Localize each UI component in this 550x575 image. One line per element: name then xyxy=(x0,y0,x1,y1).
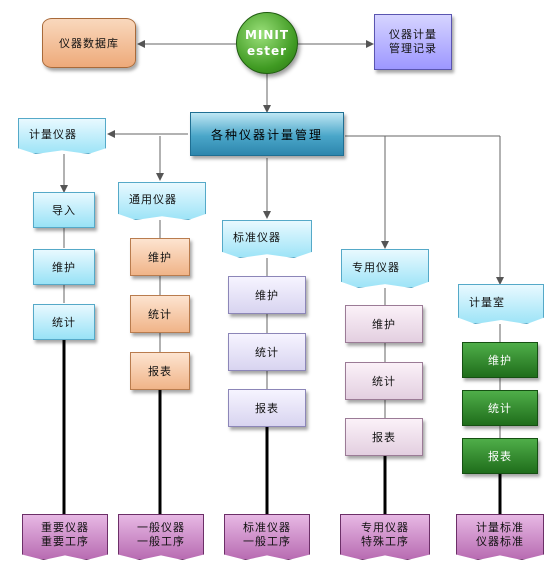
special-report-button[interactable]: 报表 xyxy=(345,418,423,456)
general-stats-button[interactable]: 统计 xyxy=(130,295,190,333)
general-report-button[interactable]: 报表 xyxy=(130,352,190,390)
document-line2: 特殊工序 xyxy=(361,535,409,548)
item-label: 维护 xyxy=(148,251,172,264)
item-label: 统计 xyxy=(148,308,172,321)
lab-report-button[interactable]: 报表 xyxy=(462,438,538,474)
metering-stats-button[interactable]: 统计 xyxy=(33,304,95,340)
item-label: 维护 xyxy=(255,289,279,302)
metering-maintain-button[interactable]: 维护 xyxy=(33,249,95,285)
document-line2: 仪器标准 xyxy=(476,535,524,548)
document-general[interactable]: 一般仪器 一般工序 xyxy=(118,514,204,560)
document-standard[interactable]: 标准仪器 一般工序 xyxy=(224,514,310,560)
item-label: 报表 xyxy=(255,402,279,415)
document-line1: 重要仪器 xyxy=(41,521,89,534)
lab-stats-button[interactable]: 统计 xyxy=(462,390,538,426)
minit-line1: MINIT xyxy=(244,28,290,42)
column-header-label: 计量仪器 xyxy=(29,128,77,141)
instrument-database[interactable]: 仪器数据库 xyxy=(42,18,136,68)
standard-report-button[interactable]: 报表 xyxy=(228,389,306,427)
document-line2: 一般工序 xyxy=(137,535,185,548)
item-label: 维护 xyxy=(372,318,396,331)
column-header-label: 计量室 xyxy=(469,296,505,309)
lab-maintain-button[interactable]: 维护 xyxy=(462,342,538,378)
document-important[interactable]: 重要仪器 重要工序 xyxy=(22,514,108,560)
column-header-standard[interactable]: 标准仪器 xyxy=(222,220,312,258)
minit-line2: ester xyxy=(246,44,288,58)
management-banner[interactable]: 各种仪器计量管理 xyxy=(190,112,344,156)
item-label: 维护 xyxy=(52,261,76,274)
document-line1: 标准仪器 xyxy=(243,521,291,534)
instrument-database-label: 仪器数据库 xyxy=(59,37,119,50)
item-label: 统计 xyxy=(488,402,512,415)
item-label: 报表 xyxy=(372,431,396,444)
minit-ester-node[interactable]: MINIT ester xyxy=(236,12,298,74)
column-header-label: 标准仪器 xyxy=(233,231,281,244)
document-line1: 一般仪器 xyxy=(137,521,185,534)
special-stats-button[interactable]: 统计 xyxy=(345,362,423,400)
document-special[interactable]: 专用仪器 特殊工序 xyxy=(340,514,430,560)
special-maintain-button[interactable]: 维护 xyxy=(345,305,423,343)
document-line1: 专用仪器 xyxy=(361,521,409,534)
standard-maintain-button[interactable]: 维护 xyxy=(228,276,306,314)
item-label: 统计 xyxy=(255,346,279,359)
calibration-records[interactable]: 仪器计量 管理记录 xyxy=(374,14,452,70)
item-label: 报表 xyxy=(148,365,172,378)
column-header-special[interactable]: 专用仪器 xyxy=(341,249,429,288)
column-header-metering[interactable]: 计量仪器 xyxy=(18,118,106,154)
document-line2: 重要工序 xyxy=(41,535,89,548)
item-label: 维护 xyxy=(488,354,512,367)
item-label: 统计 xyxy=(52,316,76,329)
document-lab[interactable]: 计量标准 仪器标准 xyxy=(456,514,544,560)
column-header-lab[interactable]: 计量室 xyxy=(458,284,544,324)
management-banner-label: 各种仪器计量管理 xyxy=(210,127,323,142)
calibration-line1: 仪器计量 xyxy=(389,28,437,41)
item-label: 统计 xyxy=(372,375,396,388)
item-label: 报表 xyxy=(488,450,512,463)
calibration-line2: 管理记录 xyxy=(389,42,437,55)
column-header-label: 通用仪器 xyxy=(129,193,177,206)
document-line1: 计量标准 xyxy=(476,521,524,534)
item-label: 导入 xyxy=(52,204,76,217)
column-header-label: 专用仪器 xyxy=(352,260,400,274)
metering-import-button[interactable]: 导入 xyxy=(33,192,95,228)
general-maintain-button[interactable]: 维护 xyxy=(130,238,190,276)
document-line2: 一般工序 xyxy=(243,535,291,548)
standard-stats-button[interactable]: 统计 xyxy=(228,333,306,371)
column-header-general[interactable]: 通用仪器 xyxy=(118,182,206,220)
